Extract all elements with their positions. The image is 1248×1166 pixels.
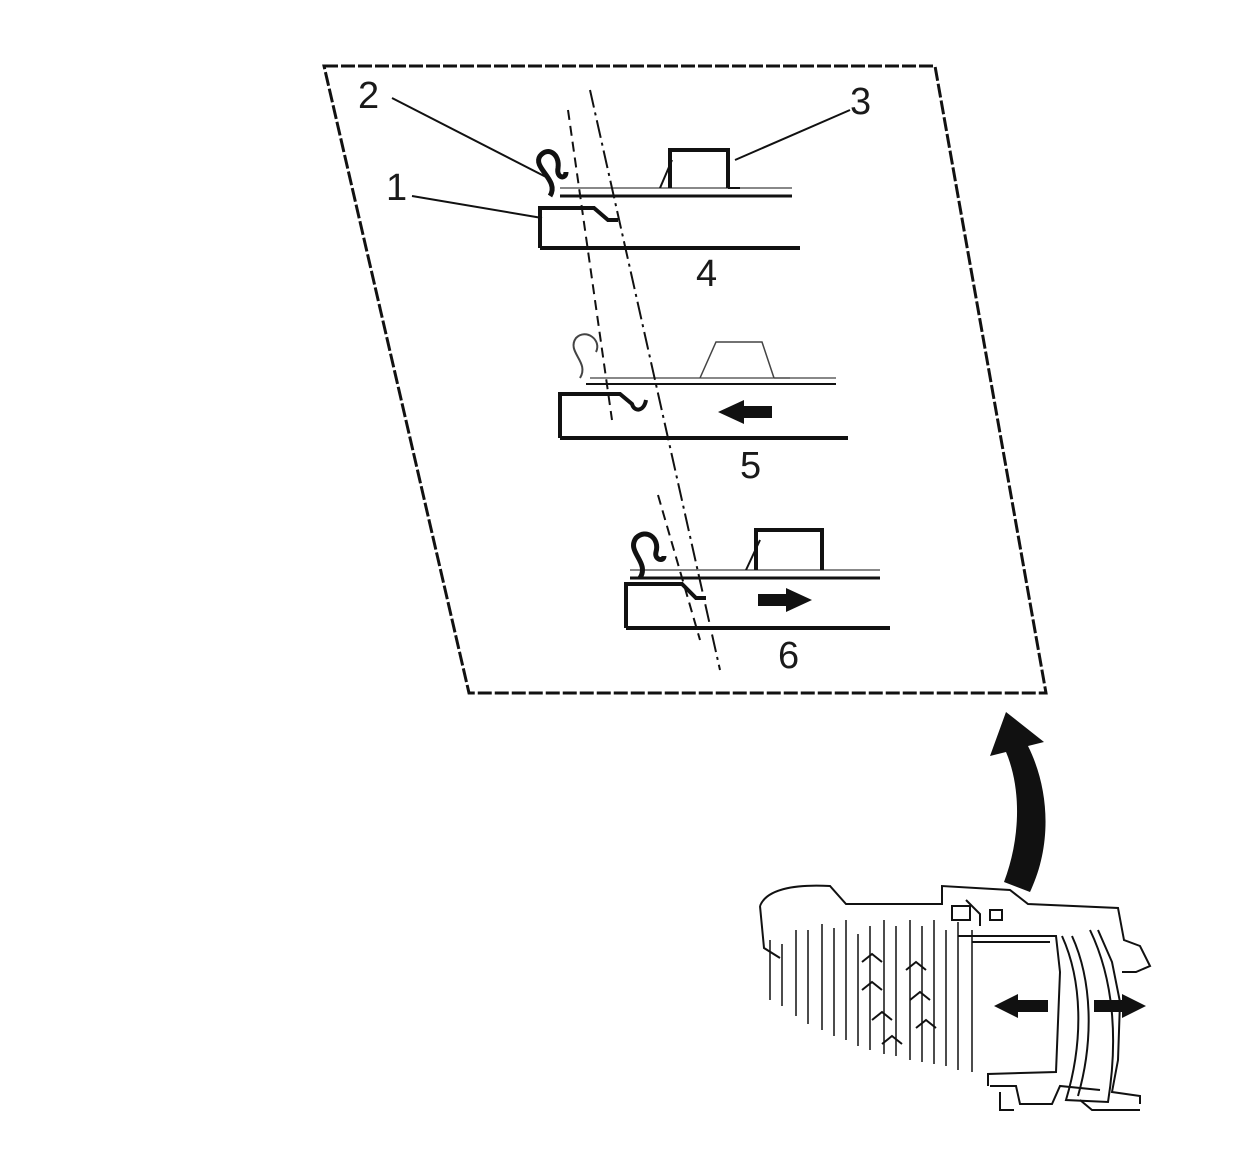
callout-1: 1 — [386, 167, 407, 209]
callout-2: 2 — [358, 75, 379, 117]
step-4-detail — [536, 148, 800, 250]
step-6-detail — [624, 528, 890, 630]
step-5-detail — [558, 333, 848, 440]
callout-3: 3 — [850, 81, 871, 123]
leader-lines — [391, 97, 851, 219]
step-6-arrow-right-icon — [758, 588, 812, 612]
double-arrow-horizontal-icon — [994, 994, 1146, 1018]
step-4-label: 4 — [696, 253, 717, 295]
step-5-label: 5 — [740, 445, 761, 487]
curved-arrow-up-icon — [990, 712, 1046, 892]
step-5-arrow-left-icon — [718, 400, 772, 424]
detail-panel — [322, 64, 1048, 695]
reference-lines — [567, 89, 721, 671]
transmission-assembly — [759, 884, 1152, 1111]
step-6-label: 6 — [778, 635, 799, 677]
